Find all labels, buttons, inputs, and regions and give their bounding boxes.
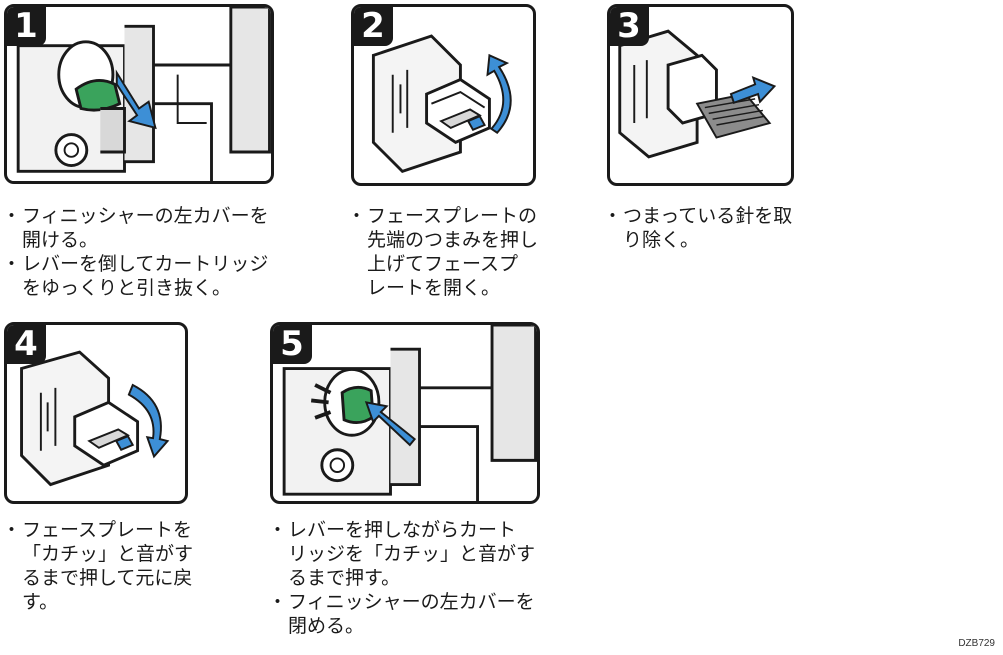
step-1-bullet-1: フィニッシャーの左カバーを 開ける。	[2, 204, 278, 252]
step-5-number: 5	[273, 325, 312, 364]
figure-code: DZB729	[958, 638, 995, 649]
step-2-number: 2	[354, 7, 393, 46]
step-3-caption: つまっている針を取 り除く。	[603, 204, 809, 252]
step-2-bullet-1: フェースプレートの 先端のつまみを押し 上げてフェースプ レートを開く。	[347, 204, 553, 300]
face-plate-close-illustration	[20, 350, 170, 487]
step-1-caption: フィニッシャーの左カバーを 開ける。 レバーを倒してカートリッジ をゆっくりと引…	[2, 204, 278, 300]
step-4-number: 4	[7, 325, 46, 364]
step-1-number: 1	[7, 7, 46, 46]
step-4-bullet-1: フェースプレートを 「カチッ」と音がす るまで押して元に戻 す。	[2, 518, 208, 614]
step-3-bullet-1: つまっている針を取 り除く。	[603, 204, 809, 252]
face-plate-open-illustration	[371, 34, 512, 174]
finisher-lever-pull-illustration	[8, 7, 271, 181]
step-4-caption: フェースプレートを 「カチッ」と音がす るまで押して元に戻 す。	[2, 518, 208, 614]
step-2-caption: フェースプレートの 先端のつまみを押し 上げてフェースプ レートを開く。	[347, 204, 553, 300]
step-2-illustration: 2	[351, 4, 536, 186]
step-3-illustration: 3	[607, 4, 794, 186]
step-5-bullet-1: レバーを押しながらカート リッジを「カチッ」と音がす るまで押す。	[268, 518, 564, 590]
step-1-illustration: 1	[4, 4, 274, 184]
step-5-illustration: 5	[270, 322, 540, 504]
step-4-illustration: 4	[4, 322, 188, 504]
step-5-bullet-2: フィニッシャーの左カバーを 閉める。	[268, 590, 564, 638]
step-3-number: 3	[610, 7, 649, 46]
insert-cartridge-illustration	[282, 325, 537, 501]
remove-jammed-staples-illustration	[618, 29, 777, 159]
step-1-bullet-2: レバーを倒してカートリッジ をゆっくりと引き抜く。	[2, 252, 278, 300]
step-5-caption: レバーを押しながらカート リッジを「カチッ」と音がす るまで押す。 フィニッシャ…	[268, 518, 564, 638]
